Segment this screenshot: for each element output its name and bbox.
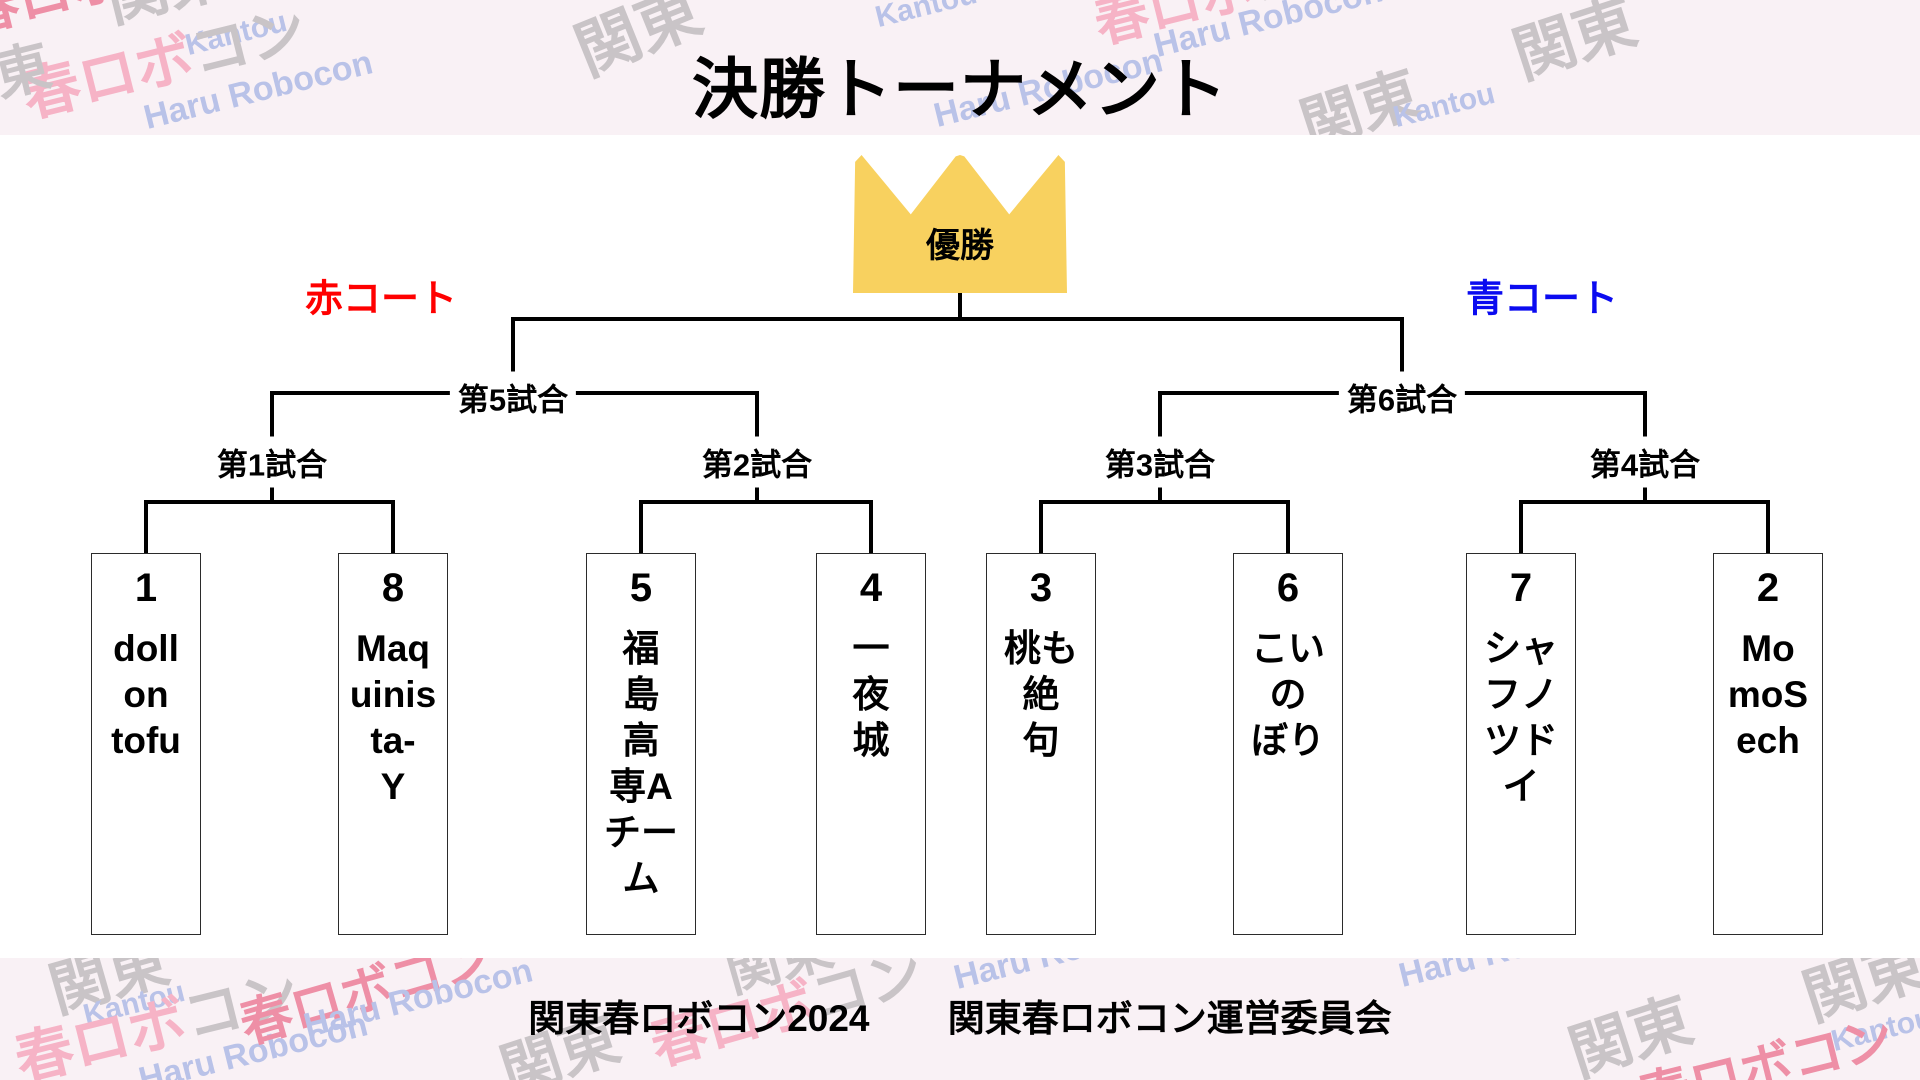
watermark-kantou-en: Kantou [872,0,981,35]
team-seed: 5 [629,566,653,610]
team-name: 桃も絶句 [1004,628,1078,761]
team-seed: 4 [859,566,883,610]
bracket-line [639,500,643,553]
match-label-3: 第3試合 [1096,436,1224,488]
match-label-4: 第4試合 [1581,436,1709,488]
match-label-5: 第5試合 [449,371,577,423]
team-seed: 8 [381,566,405,610]
footer-committee-name: 関東春ロボコン運営委員会 [947,998,1392,1039]
bracket-line [1519,500,1523,553]
team-name: こいのぼり [1251,628,1325,761]
bracket-line [1519,500,1770,504]
bracket-line [511,317,1404,321]
bracket-line [1286,500,1290,553]
team-seed: 1 [134,566,158,610]
team-box-seed-6: 6 こいのぼり [1233,553,1343,935]
bracket-line [958,293,962,321]
bracket-line [144,500,148,553]
footer: 関東春ロボコン2024 関東春ロボコン運営委員会 [0,988,1920,1042]
blue-court-label: 青コート [1465,278,1619,321]
bracket-line [1039,500,1290,504]
team-box-seed-4: 4 一夜城 [816,553,926,935]
bracket-line [1400,317,1404,397]
champion-label: 優勝 [926,227,994,265]
bracket-line [391,500,395,553]
match-label-2: 第2試合 [693,436,821,488]
footer-event-name: 関東春ロボコン2024 [528,998,870,1039]
bracket-line [639,500,873,504]
team-seed: 7 [1509,566,1533,610]
bracket-line [869,500,873,553]
red-court-label: 赤コート [304,278,458,321]
bracket-line [1039,500,1043,553]
team-name: シャフノツドイ [1484,628,1558,807]
bracket-line [144,500,395,504]
bracket-line [511,317,515,397]
bracket-line [1766,500,1770,553]
team-seed: 2 [1756,566,1780,610]
team-seed: 3 [1029,566,1053,610]
match-label-6: 第6試合 [1338,371,1466,423]
team-box-seed-3: 3 桃も絶句 [986,553,1096,935]
team-seed: 6 [1276,566,1300,610]
team-name: 一夜城 [852,628,890,761]
page-title: 決勝トーナメント [692,52,1228,126]
team-box-seed-7: 7 シャフノツドイ [1466,553,1576,935]
match-label-1: 第1試合 [208,436,336,488]
